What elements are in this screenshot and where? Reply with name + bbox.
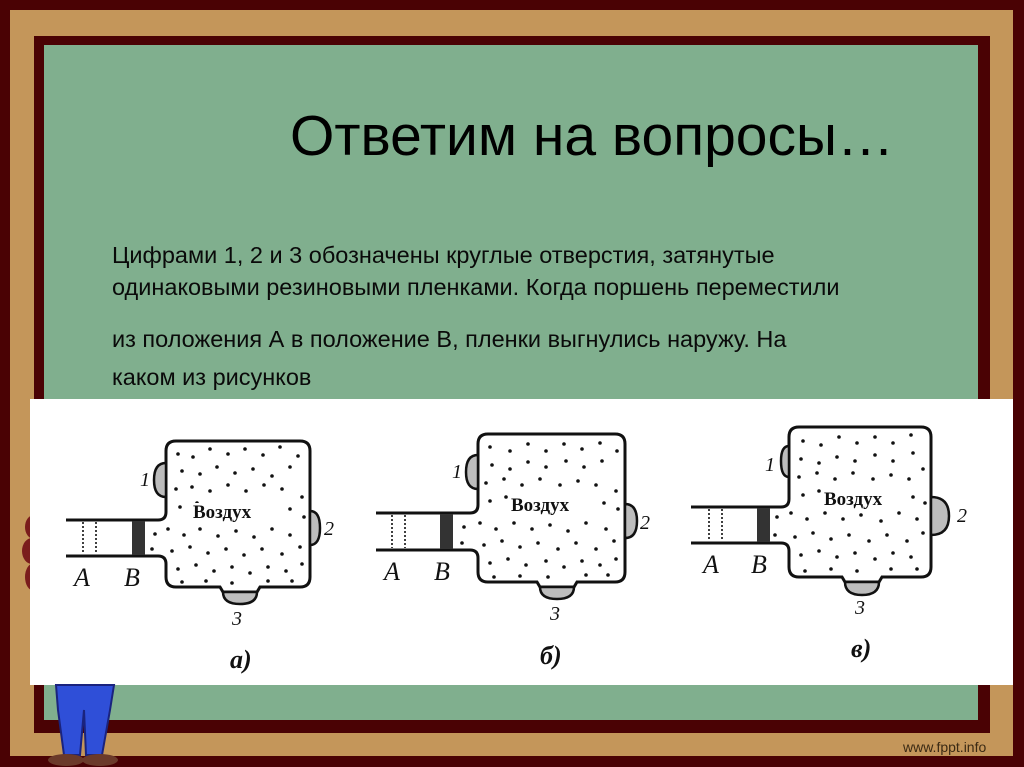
membrane-label-1: 1 xyxy=(452,461,462,483)
membrane-2 xyxy=(308,509,322,547)
diagram-c: Воздух 1 2 3 A B в) xyxy=(685,399,1015,685)
membrane-1 xyxy=(152,461,168,499)
diagram-caption: б) xyxy=(540,641,562,670)
membrane-label-2: 2 xyxy=(640,512,650,534)
membrane-label-3: 3 xyxy=(855,597,865,619)
chamber-diagram-b xyxy=(376,432,639,601)
membrane-label-3: 3 xyxy=(232,608,242,630)
chamber-diagram-c xyxy=(691,425,951,597)
membrane-label-1: 1 xyxy=(140,469,150,491)
position-b-label: B xyxy=(751,550,767,579)
question-line-4: каком из рисунков xyxy=(112,364,312,390)
membrane-3 xyxy=(221,590,259,606)
membrane-1 xyxy=(464,453,480,491)
question-line-2: одинаковыми резиновыми пленками. Когда п… xyxy=(112,274,840,300)
cartoon-character-legs-icon xyxy=(48,684,118,766)
membrane-label-3: 3 xyxy=(550,603,560,625)
air-label: Воздух xyxy=(510,495,571,516)
position-a-label: A xyxy=(384,557,400,586)
membrane-3 xyxy=(538,585,576,601)
membrane-2 xyxy=(623,502,639,540)
watermark-text: www.fppt.info xyxy=(903,739,987,755)
chamber-diagram-a xyxy=(66,439,322,606)
question-line-3: из положения А в положение В, пленки выг… xyxy=(112,326,787,352)
air-label: Воздух xyxy=(192,502,253,523)
question-line-1: Цифрами 1, 2 и 3 обозначены круглые отве… xyxy=(112,242,775,268)
membrane-2 xyxy=(929,495,951,537)
position-b-label: B xyxy=(434,557,450,586)
figure-panel: Воздух 1 2 3 A B а) xyxy=(30,399,1013,685)
position-a-label: A xyxy=(703,550,719,579)
slide-title: Ответим на вопросы… xyxy=(290,104,894,168)
membrane-1 xyxy=(779,444,791,479)
membrane-label-1: 1 xyxy=(765,454,775,476)
position-b-label: B xyxy=(124,563,140,592)
diagram-a: Воздух 1 2 3 A B а) xyxy=(60,399,390,685)
air-label: Воздух xyxy=(823,489,884,510)
membrane-label-2: 2 xyxy=(324,518,334,540)
diagram-b: Воздух 1 2 3 A B б) xyxy=(370,399,700,685)
membrane-3 xyxy=(843,580,881,597)
diagram-caption: в) xyxy=(851,634,872,663)
membrane-label-2: 2 xyxy=(957,505,967,527)
position-a-label: A xyxy=(74,563,90,592)
diagram-caption: а) xyxy=(230,645,252,674)
